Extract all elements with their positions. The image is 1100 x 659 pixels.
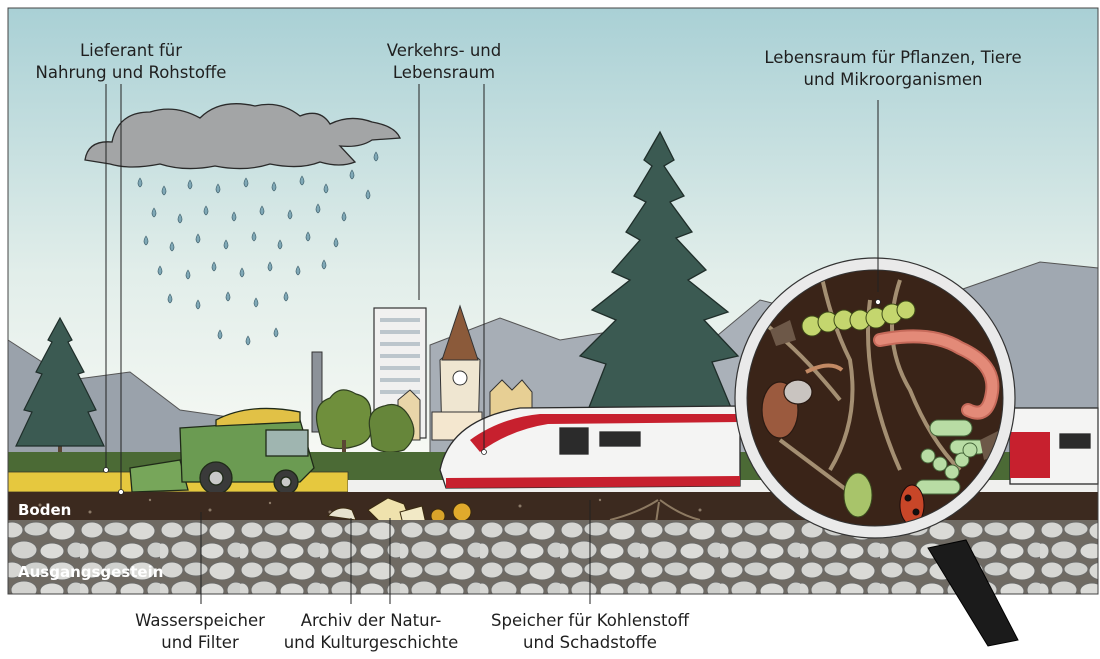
magnifier-lens (741, 264, 1009, 532)
label-water-storage: Wasserspeicher und Filter (135, 611, 265, 652)
buildings (311, 304, 533, 441)
rain-drops (137, 151, 379, 346)
layer-label-soil: Boden (18, 501, 72, 519)
label-carbon-storage: Speicher für Kohlenstoff und Schadstoffe (491, 611, 689, 652)
label-traffic-habitat: Verkehrs- und Lebensraum (386, 41, 502, 82)
archive-objects (327, 497, 472, 529)
beetle-icon (761, 363, 844, 439)
magnifier-rim (735, 258, 1015, 538)
leader-lines (105, 84, 879, 604)
label-habitat-organisms: Lebensraum für Pflanzen, Tiere und Mikro… (764, 48, 1022, 89)
harvester (129, 407, 315, 495)
label-archive: Archiv der Natur- und Kulturgeschichte (283, 611, 459, 652)
left-fir-tree (15, 316, 105, 470)
deciduous-trees (315, 389, 415, 470)
train (439, 405, 1099, 489)
magnifier-handle (927, 539, 1019, 647)
rain-cloud (84, 103, 401, 170)
label-food-supplier: Lieferant für Nahrung und Rohstoffe (35, 41, 227, 82)
layer-label-bedrock: Ausgangsgestein (18, 563, 164, 581)
fire-bug-icon (899, 484, 925, 526)
